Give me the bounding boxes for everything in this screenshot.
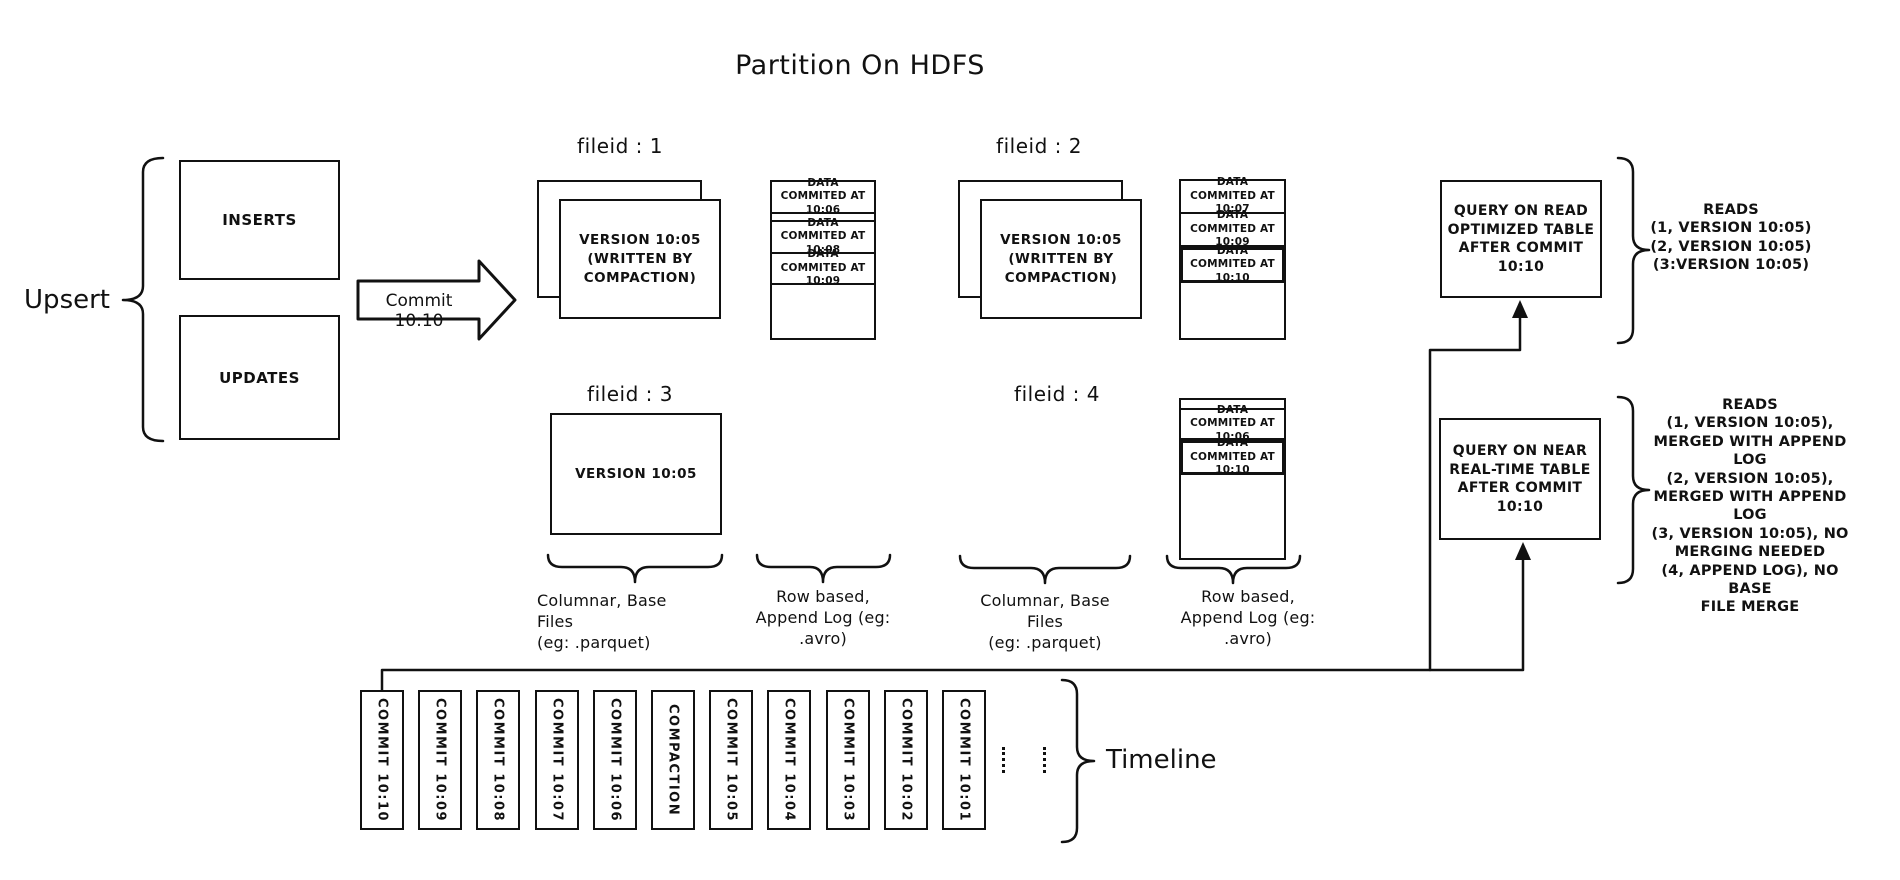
log-row: DATA COMMITED AT 10:07 [1181, 176, 1284, 215]
timeline-commit-box: COMMIT 10:06 [593, 690, 637, 830]
query-near-realtime-box: QUERY ON NEAR REAL-TIME TABLE AFTER COMM… [1439, 418, 1601, 540]
fileid-2-version-label: VERSION 10:05 (WRITTEN BY COMPACTION) [1000, 231, 1122, 286]
columnar-files-caption-right: Columnar, Base Files(eg: .parquet) [980, 591, 1110, 652]
arrowhead-read-optimized [1512, 300, 1528, 318]
commit-arrow-label: Commit 10:10 [385, 291, 453, 331]
timeline-commit-box: COMMIT 10:01 [942, 690, 986, 830]
fileid-1-base-file: VERSION 10:05 (WRITTEN BY COMPACTION) [559, 199, 721, 319]
timeline-compaction-box: COMPACTION [651, 690, 695, 830]
timeline-commit-box: COMMIT 10:03 [826, 690, 870, 830]
log-row: DATA COMMITED AT 10:06 [772, 177, 874, 216]
columnar-files-caption-left: Columnar, Base Files(eg: .parquet) [537, 591, 667, 652]
columnar-files-brace-right [958, 554, 1132, 585]
upsert-label: Upsert [24, 285, 110, 315]
updates-box: UPDATES [179, 315, 340, 440]
fileid-2-base-file: VERSION 10:05 (WRITTEN BY COMPACTION) [980, 199, 1142, 319]
timeline-brace [1060, 678, 1096, 844]
timeline-commit-box: COMMIT 10:02 [884, 690, 928, 830]
upsert-brace [121, 156, 165, 443]
query-near-realtime-label: QUERY ON NEAR REAL-TIME TABLE AFTER COMM… [1449, 443, 1591, 515]
reads-realtime-text: READS (1, VERSION 10:05), MERGED WITH AP… [1651, 397, 1849, 616]
timeline-ellipsis [1043, 747, 1046, 773]
fileid-4-append-log: DATA COMMITED AT 10:06 DATA COMMITED AT … [1179, 398, 1286, 560]
columnar-files-brace-left [546, 553, 724, 584]
timeline-label: Timeline [1106, 745, 1217, 775]
append-log-caption-right: Row based,Append Log (eg:.avro) [1180, 587, 1316, 648]
updates-label: UPDATES [219, 368, 300, 387]
query-read-optimized-label: QUERY ON READ OPTIMIZED TABLE AFTER COMM… [1447, 203, 1595, 275]
timeline-to-realtime-connector [380, 556, 1525, 692]
log-row-spacer [1181, 400, 1284, 410]
query-read-optimized-box: QUERY ON READ OPTIMIZED TABLE AFTER COMM… [1440, 180, 1602, 298]
fileid-1-version-label: VERSION 10:05 (WRITTEN BY COMPACTION) [579, 231, 701, 286]
reads-optimized-text: READS (1, VERSION 10:05) (2, VERSION 10:… [1650, 202, 1812, 274]
append-log-brace-left [755, 553, 892, 584]
reads-optimized-brace [1616, 156, 1651, 345]
reads-realtime-brace [1616, 395, 1651, 585]
timeline-ellipsis [1002, 747, 1005, 773]
fileid-4-label: fileid : 4 [1014, 382, 1100, 406]
fileid-1-label: fileid : 1 [577, 134, 663, 158]
page-title: Partition On HDFS [735, 50, 985, 81]
log-row: DATA COMMITED AT 10:09 [1181, 209, 1284, 248]
timeline-commit-box: COMMIT 10:05 [709, 690, 753, 830]
timeline-to-optimized-connector [1428, 314, 1522, 672]
log-row-spacer [772, 214, 874, 222]
timeline-commit-box: COMMIT 10:08 [476, 690, 520, 830]
fileid-3-base-file: VERSION 10:05 [550, 413, 722, 535]
log-row: DATA COMMITED AT 10:08 [772, 217, 874, 256]
arrowhead-near-realtime [1515, 542, 1531, 560]
append-log-brace-right [1165, 554, 1302, 585]
fileid-1-append-log: DATA COMMITED AT 10:06 DATA COMMITED AT … [770, 177, 876, 340]
fileid-3-version-label: VERSION 10:05 [575, 465, 697, 482]
append-log-caption-left: Row based,Append Log (eg:.avro) [755, 587, 891, 648]
log-row: DATA COMMITED AT 10:06 [1181, 404, 1284, 443]
log-row-latest: DATA COMMITED AT 10:10 [1180, 245, 1285, 284]
timeline-commit-box: COMMIT 10:07 [535, 690, 579, 830]
commit-arrow-shape [356, 259, 517, 341]
log-row-latest: DATA COMMITED AT 10:10 [1180, 437, 1285, 476]
fileid-3-label: fileid : 3 [587, 382, 673, 406]
fileid-2-append-log: DATA COMMITED AT 10:07 DATA COMMITED AT … [1179, 176, 1286, 340]
inserts-box: INSERTS [179, 160, 340, 280]
timeline-commit-box: COMMIT 10:09 [418, 690, 462, 830]
inserts-label: INSERTS [222, 211, 297, 229]
timeline-commit-box: COMMIT 10:10 [360, 690, 404, 830]
timeline-commit-box: COMMIT 10:04 [767, 690, 811, 830]
log-row: DATA COMMITED AT 10:09 [772, 248, 874, 287]
fileid-2-label: fileid : 2 [996, 134, 1082, 158]
